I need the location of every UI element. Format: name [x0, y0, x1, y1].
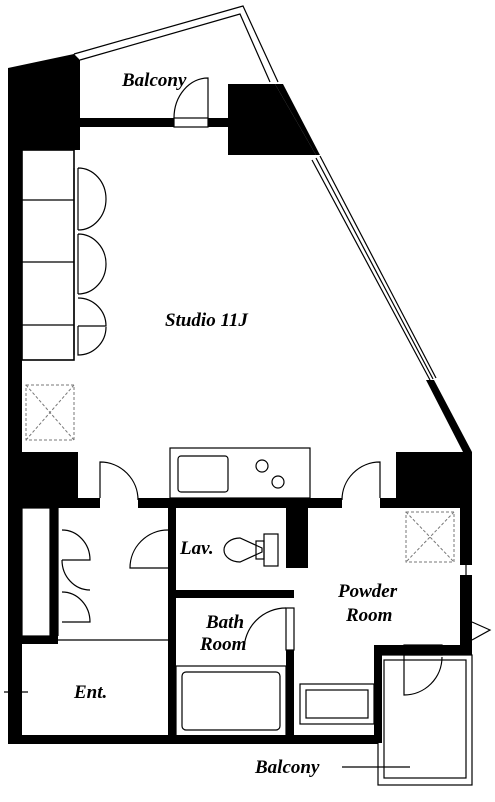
door-swing-icon	[341, 461, 381, 501]
label-powder-line2: Room	[345, 605, 392, 626]
entrance-door[interactable]	[4, 660, 28, 725]
door-swing-icon	[243, 607, 295, 651]
counter	[299, 683, 375, 725]
skylight-icon	[25, 384, 75, 441]
label-bath-line1: Bath	[205, 612, 244, 633]
door-swing-icon	[99, 461, 139, 501]
label-bath-line2: Room	[199, 634, 246, 655]
label-studio: Studio 11J	[165, 310, 248, 331]
right-window	[465, 565, 492, 645]
bathtub-icon	[175, 665, 287, 737]
label-lav: Lav.	[179, 538, 214, 559]
diagonal-window	[311, 155, 437, 381]
label-balcony-bottom: Balcony	[254, 757, 320, 778]
walls	[8, 54, 472, 744]
label-powder-line1: Powder	[337, 581, 398, 602]
door-swing-icon	[129, 529, 169, 569]
label-balcony-top: Balcony	[121, 70, 187, 91]
closet-studio	[21, 149, 107, 361]
bottom-balcony	[342, 654, 473, 786]
stove-icon	[169, 447, 311, 499]
label-entrance: Ent.	[73, 682, 107, 703]
closet-entrance	[21, 507, 168, 641]
toilet-icon	[223, 533, 279, 567]
door-swing-icon	[173, 77, 209, 128]
skylight-icon	[405, 511, 455, 563]
